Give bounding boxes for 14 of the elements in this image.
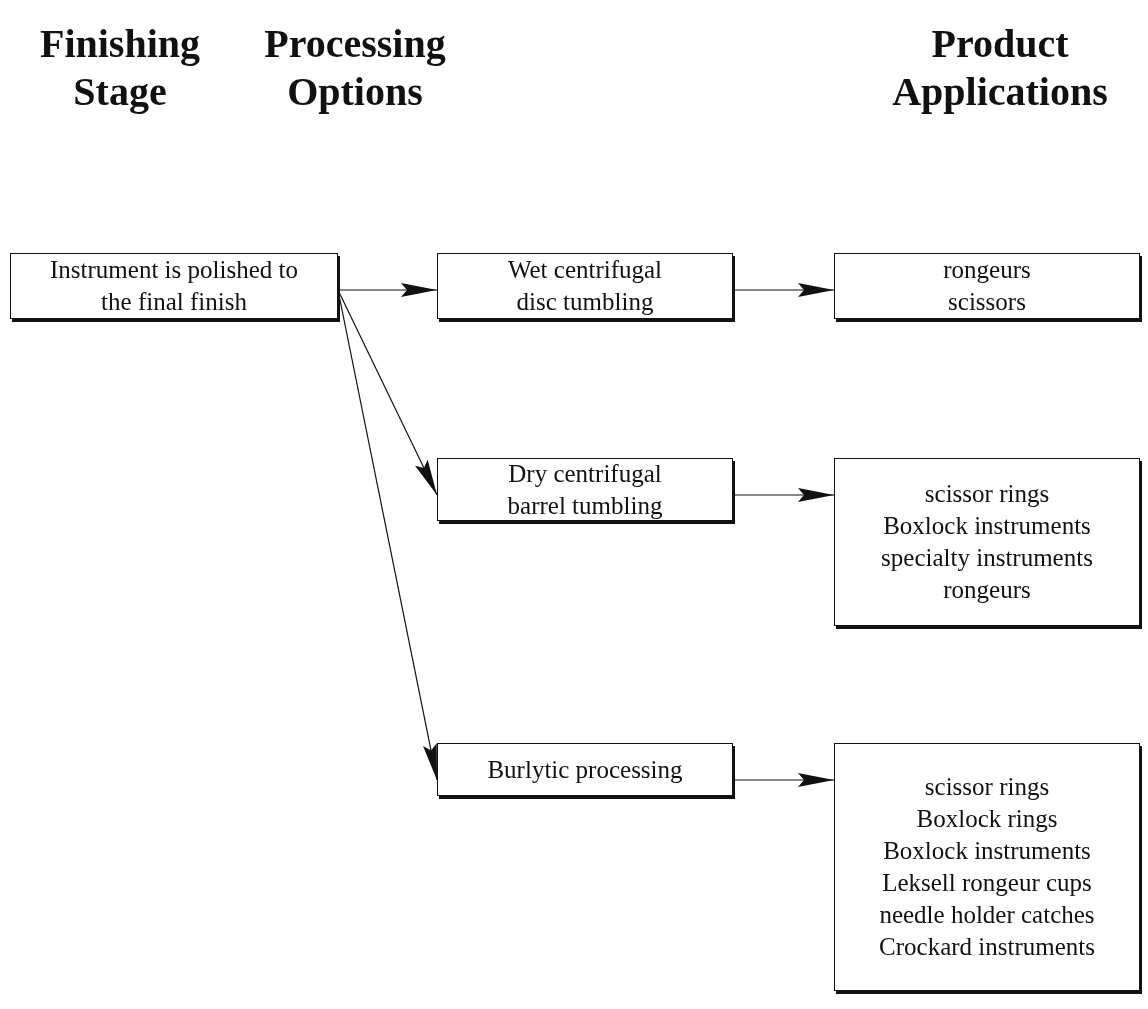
column-heading: Finishing Stage [38, 20, 202, 116]
arrow [337, 283, 438, 297]
column-heading: Product Applications [891, 20, 1109, 116]
process-box: scissor rings Boxlock rings Boxlock instruments Leksell rongeur cups needle holder catches Crockard instruments [834, 743, 1140, 991]
arrow [732, 283, 835, 297]
process-box: scissor rings Boxlock instruments specialty instruments rongeurs [834, 458, 1140, 626]
process-box: rongeurs scissors [834, 253, 1140, 319]
process-box: Instrument is polished to the final finish [10, 253, 338, 319]
process-box: Wet centrifugal disc tumbling [437, 253, 733, 319]
arrow [732, 773, 835, 787]
process-box: Burlytic processing [437, 743, 733, 796]
arrow [732, 488, 835, 502]
column-heading: Processing Options [263, 20, 447, 116]
process-box: Dry centrifugal barrel tumbling [437, 458, 733, 521]
